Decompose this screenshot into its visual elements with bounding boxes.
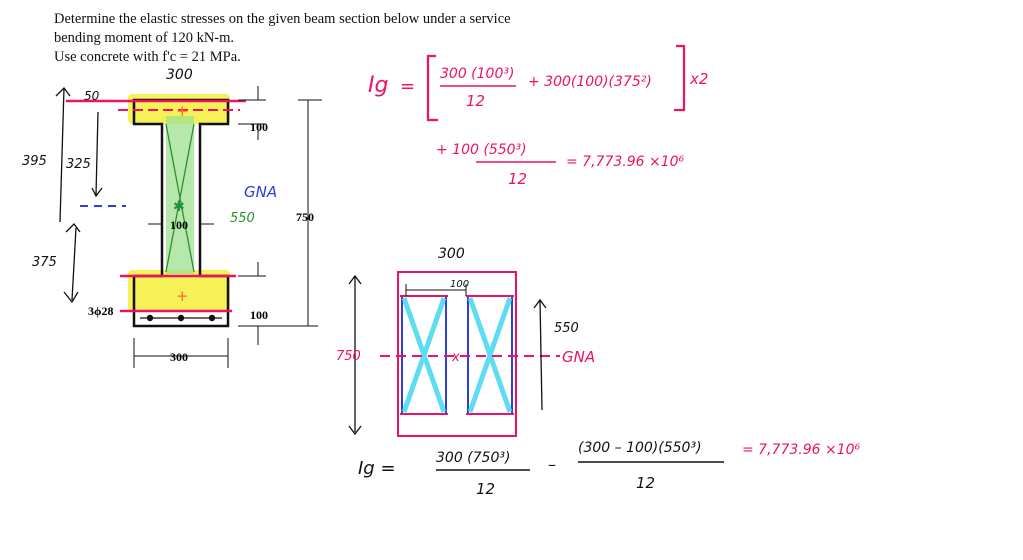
web-x-mark xyxy=(165,123,195,273)
i-beam-section: + + ✱ xyxy=(66,94,246,328)
rebar-2 xyxy=(177,314,185,322)
eq1-term3-den: 12 xyxy=(508,170,527,188)
rebar-1 xyxy=(146,314,154,322)
rect-top-label: 300 xyxy=(438,246,465,262)
eq2-num1: 300 (750³) xyxy=(436,450,510,466)
hw-left-50: 50 xyxy=(84,89,100,103)
dim-bottom-flange: 100 xyxy=(250,308,268,322)
eq2-den1: 12 xyxy=(476,480,495,498)
rect-gna-cross: x xyxy=(451,350,460,365)
bottom-flange-highlight xyxy=(128,270,230,312)
gna-star: ✱ xyxy=(173,199,185,215)
top-centroid-plus: + xyxy=(176,102,189,120)
beam-outline xyxy=(132,98,230,328)
eq1-equals: = xyxy=(400,76,415,97)
eq1-bracket-right xyxy=(674,44,686,112)
hw-gna-550: 550 xyxy=(230,211,255,226)
dim-total-depth: 750 xyxy=(296,210,314,224)
hw-left-325: 325 xyxy=(66,157,91,172)
dim-top-flange: 100 xyxy=(250,120,268,134)
void-right-cross xyxy=(467,297,513,413)
eq2-lhs: Ig = xyxy=(358,458,396,479)
eq2-minus: – xyxy=(548,455,556,474)
gross-section-sketch: x xyxy=(348,271,560,437)
eq2-den2: 12 xyxy=(636,474,655,492)
outer-rectangle xyxy=(397,271,517,437)
eq1-term3-num: + 100 (550³) xyxy=(436,142,527,158)
equation-2: Ig = 300 (750³) 12 – (300 – 100)(550³) 1… xyxy=(358,440,861,498)
equation-1: Ig = 300 (100³) 12 + 300(100)(375²) x2 +… xyxy=(368,44,708,188)
rect-top-inner-tick xyxy=(405,284,467,296)
rect-gna-label: GNA xyxy=(562,348,595,366)
problem-statement: Determine the elastic stresses on the gi… xyxy=(54,10,511,67)
dim-flange-width: 300 xyxy=(170,350,188,364)
void-left-cross xyxy=(401,297,447,413)
rect-left-arrow xyxy=(348,274,362,436)
eq2-result: = 7,773.96 ×10⁶ xyxy=(742,442,861,458)
bottom-centroid-plus: + xyxy=(176,287,189,305)
rect-left-750: 750 xyxy=(336,349,361,364)
void-left-pink xyxy=(400,295,448,415)
problem-line-2: bending moment of 120 kN-m. xyxy=(54,30,235,46)
rect-right-550: 550 xyxy=(554,321,579,336)
eq1-times-2: x2 xyxy=(689,70,708,88)
left-handwritten-dims xyxy=(55,87,103,304)
eq1-term1-den: 12 xyxy=(466,92,485,110)
eq1-result: = 7,773.96 ×10⁶ xyxy=(566,154,685,170)
eq1-lhs: Ig xyxy=(368,73,388,98)
problem-line-1: Determine the elastic stresses on the gi… xyxy=(54,11,511,27)
eq1-bracket-left xyxy=(426,54,438,122)
problem-line-3: Use concrete with f'c = 21 MPa. xyxy=(54,49,241,65)
hw-left-375: 375 xyxy=(32,255,57,270)
printed-dimensions xyxy=(133,86,322,368)
void-right-pink xyxy=(466,295,514,415)
hw-top-width: 300 xyxy=(166,67,193,83)
dim-web-width: 100 xyxy=(170,218,188,232)
hw-gna-label: GNA xyxy=(244,183,277,201)
eq1-term1-num: 300 (100³) xyxy=(440,66,514,82)
eq2-num2: (300 – 100)(550³) xyxy=(578,440,702,456)
eq1-term2: + 300(100)(375²) xyxy=(528,74,652,90)
hw-left-395: 395 xyxy=(22,154,47,169)
rect-inner-100: 100 xyxy=(450,279,469,290)
rebar-3 xyxy=(208,314,216,322)
rebar-label: 3ϕ28 xyxy=(88,304,114,318)
rect-right-arrow xyxy=(533,298,547,411)
